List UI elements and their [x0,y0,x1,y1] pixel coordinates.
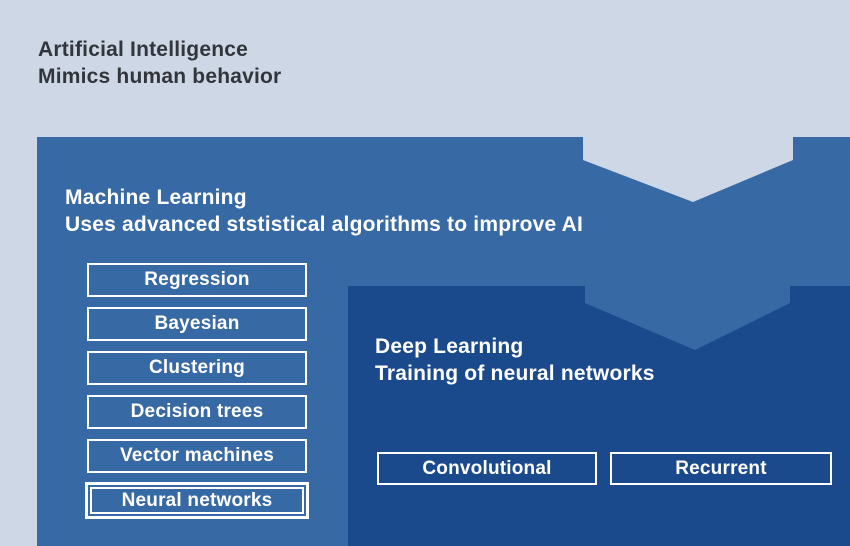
ai-title: Artificial Intelligence [38,38,248,61]
deep-learning-region: Deep Learning Training of neural network… [348,286,850,546]
ai-subtitle: Mimics human behavior [38,65,282,88]
ml-item-regression: Regression [87,263,307,297]
ml-item-vector-machines: Vector machines [87,439,307,473]
ml-item-neural-networks-highlighted: Neural networks [85,482,309,519]
ml-caption: Machine Learning Uses advanced ststistic… [65,184,583,238]
ai-caption: Artificial Intelligence Mimics human beh… [38,36,281,90]
dl-item-recurrent: Recurrent [610,452,832,485]
dl-title: Deep Learning [375,335,524,358]
dl-caption: Deep Learning Training of neural network… [375,333,655,387]
dl-item-convolutional: Convolutional [377,452,597,485]
ml-title: Machine Learning [65,186,247,209]
dl-subtitle: Training of neural networks [375,362,655,385]
ml-item-clustering: Clustering [87,351,307,385]
ml-subtitle: Uses advanced ststistical algorithms to … [65,213,584,236]
ml-item-decision-trees: Decision trees [87,395,307,429]
ml-item-bayesian: Bayesian [87,307,307,341]
